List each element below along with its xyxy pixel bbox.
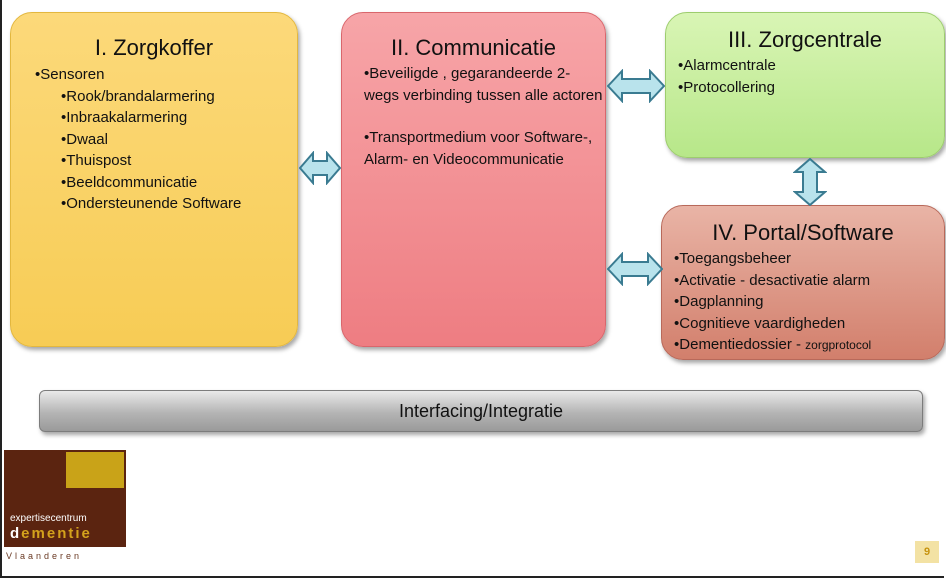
zorgkoffer-item: Thuispost: [61, 150, 297, 172]
zorgcentrale-item: Protocollering: [678, 77, 944, 99]
logo-square: [66, 452, 124, 488]
zorgkoffer-item: Sensoren: [35, 64, 297, 86]
logo-letters: mentie: [31, 525, 92, 542]
double-arrow-icon: [607, 69, 665, 103]
communicatie-box: II. Communicatie •Beveiligde , gegarande…: [341, 12, 606, 347]
zorgkoffer-list: Sensoren Rook/brandalarmering Inbraakala…: [35, 64, 297, 215]
logo-line-3: Vlaanderen: [6, 551, 83, 561]
zorgkoffer-title: I. Zorgkoffer: [94, 35, 214, 60]
vertical-double-arrow-icon: [793, 158, 827, 206]
communicatie-title: II. Communicatie: [390, 35, 557, 60]
zorgkoffer-item: Ondersteunende Software: [61, 193, 297, 215]
logo-bottom: [4, 547, 126, 567]
zorgkoffer-box: I. Zorgkoffer Sensoren Rook/brandalarmer…: [10, 12, 298, 347]
zorgcentrale-list: Alarmcentrale Protocollering: [678, 55, 944, 98]
zorgcentrale-item: Alarmcentrale: [678, 55, 944, 77]
logo-line-2: dementie: [10, 525, 92, 542]
portal-item-text: Dementiedossier -: [679, 336, 806, 353]
zorgcentrale-box: III. Zorgcentrale Alarmcentrale Protocol…: [665, 12, 945, 158]
portal-box: IV. Portal/Software Toegangsbeheer Activ…: [661, 205, 945, 360]
zorgkoffer-item: Beeldcommunicatie: [61, 172, 297, 194]
portal-item: Dagplanning: [674, 291, 944, 313]
portal-item: Activatie - desactivatie alarm: [674, 270, 944, 292]
page-number: 9: [915, 541, 939, 563]
portal-title: IV. Portal/Software: [712, 220, 894, 245]
portal-item: Toegangsbeheer: [674, 248, 944, 270]
communicatie-paragraph: •Transportmedium voor Software-, Alarm- …: [364, 129, 593, 168]
communicatie-paragraph: •Beveiligde , gegarandeerde 2-wegs verbi…: [364, 65, 603, 104]
zorgcentrale-title: III. Zorgcentrale: [727, 27, 883, 52]
communicatie-text: Transportmedium voor Software-, Alarm- e…: [364, 129, 593, 168]
logo-letter: e: [21, 525, 32, 542]
portal-list: Toegangsbeheer Activatie - desactivatie …: [674, 248, 944, 357]
zorgkoffer-item: Rook/brandalarmering: [61, 86, 297, 108]
zorgkoffer-item: Inbraakalarmering: [61, 107, 297, 129]
double-arrow-icon: [299, 151, 341, 185]
portal-item: Dementiedossier - zorgprotocol: [674, 334, 944, 357]
portal-item-small-text: zorgprotocol: [805, 338, 872, 352]
portal-item: Cognitieve vaardigheden: [674, 313, 944, 335]
zorgkoffer-item: Dwaal: [61, 129, 297, 151]
double-arrow-icon: [607, 252, 663, 286]
expertisecentrum-logo: expertisecentrum dementie Vlaanderen: [4, 450, 126, 567]
interfacing-bar: Interfacing/Integratie: [39, 390, 923, 432]
logo-line-1: expertisecentrum: [10, 513, 87, 524]
communicatie-text: Beveiligde , gegarandeerde 2-wegs verbin…: [364, 65, 603, 104]
logo-letter: d: [10, 525, 22, 542]
